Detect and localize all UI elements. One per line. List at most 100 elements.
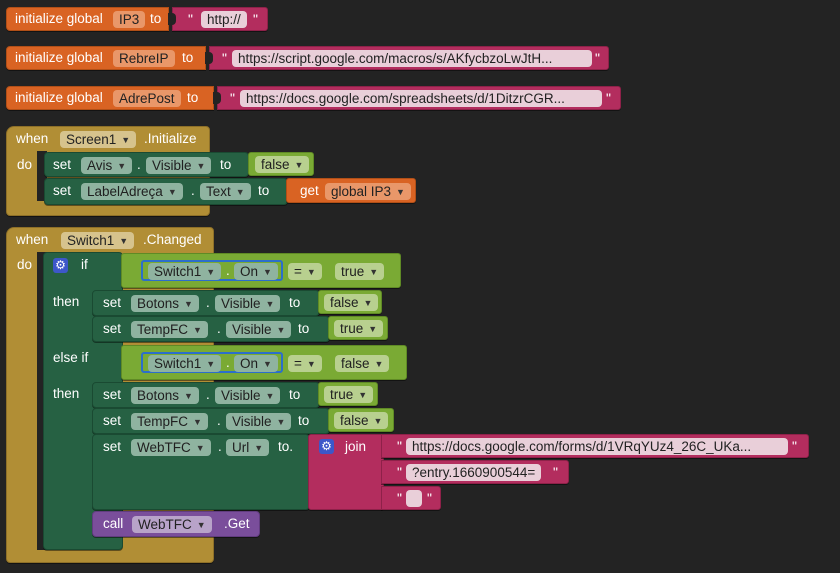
selected-outline: [141, 352, 283, 373]
global-adrepost-block[interactable]: initialize global AdrePost to: [6, 86, 214, 110]
component-dropdown[interactable]: Avis▼: [81, 157, 133, 174]
dropdown-value: Switch1: [67, 233, 115, 248]
text-value-field[interactable]: [406, 490, 422, 507]
property-dropdown[interactable]: Url▼: [226, 439, 270, 456]
boolean-dropdown[interactable]: true▼: [324, 386, 374, 403]
property-dropdown[interactable]: On▼: [234, 263, 278, 280]
component-dropdown[interactable]: WebTFC ▼: [131, 439, 211, 456]
global-ip3-block[interactable]: initialize global IP3 to: [6, 7, 169, 31]
global-name-field[interactable]: AdrePost: [113, 90, 181, 107]
socket-notch: [213, 92, 221, 104]
text-value-field[interactable]: https://docs.google.com/spreadsheets/d/1…: [240, 90, 602, 107]
compare-block-2[interactable]: Switch1▼ . On▼ =▼ false▼: [121, 345, 407, 380]
switch-component-dropdown[interactable]: Switch1▼: [61, 232, 135, 249]
false-block[interactable]: false▼: [328, 408, 394, 432]
event-do-slot: [37, 252, 47, 550]
boolean-dropdown[interactable]: false▼: [334, 412, 389, 429]
set-avis-visible-block[interactable]: set Avis▼ . Visible▼ to: [44, 152, 249, 177]
get-global-ip3-block[interactable]: get global IP3▼: [286, 178, 416, 203]
boolean-dropdown[interactable]: false▼: [324, 294, 379, 311]
quote-open: ": [230, 90, 235, 106]
chevron-down-icon: ▼: [235, 187, 245, 197]
to-label: to: [187, 90, 199, 105]
text-block-form-url[interactable]: " https://docs.google.com/forms/d/1VRqYU…: [381, 434, 809, 458]
text-value-field[interactable]: ?entry.1660900544=: [406, 464, 542, 481]
gear-icon[interactable]: ⚙: [53, 258, 68, 273]
text-block-adrepost[interactable]: " https://docs.google.com/spreadsheets/d…: [217, 86, 621, 110]
component-dropdown[interactable]: LabelAdreça▼: [81, 183, 183, 200]
operator-dropdown[interactable]: =▼: [288, 263, 322, 280]
dot-label: .: [217, 413, 221, 428]
join-block[interactable]: ⚙ join: [308, 434, 384, 510]
dropdown-value: WebTFC: [137, 440, 191, 455]
set-tempfc-visible-block[interactable]: set TempFC▼ . Visible▼ to: [92, 408, 330, 434]
component-dropdown[interactable]: Botons▼: [131, 295, 199, 312]
text-block-ip3[interactable]: " http:// ": [172, 7, 268, 31]
dropdown-value: true: [330, 387, 354, 402]
property-dropdown[interactable]: Visible▼: [226, 413, 292, 430]
set-webtfc-url-block[interactable]: set WebTFC▼ . Url▼ to.: [92, 434, 310, 510]
true-block[interactable]: true▼: [318, 382, 378, 406]
false-block[interactable]: false▼: [248, 152, 314, 176]
property-dropdown[interactable]: Visible▼: [215, 295, 281, 312]
gear-icon[interactable]: ⚙: [319, 439, 334, 454]
component-dropdown[interactable]: TempFC▼: [131, 321, 208, 338]
text-value-field[interactable]: https://script.google.com/macros/s/AKfyc…: [232, 50, 592, 67]
true-block[interactable]: true▼: [328, 316, 388, 340]
text-block-rebreip[interactable]: " https://script.google.com/macros/s/AKf…: [209, 46, 609, 70]
join-label: join: [345, 439, 367, 454]
chevron-down-icon: ▼: [363, 298, 373, 308]
boolean-dropdown[interactable]: false▼: [335, 355, 390, 372]
chevron-down-icon: ▼: [206, 359, 216, 369]
set-botons-visible-block[interactable]: set Botons▼ . Visible▼ to: [92, 382, 320, 408]
text-block-empty[interactable]: " ": [381, 486, 441, 510]
set-tempfc-visible-block[interactable]: set TempFC▼ . Visible▼ to: [92, 316, 330, 342]
dot-label: .: [191, 183, 195, 198]
boolean-dropdown[interactable]: true▼: [335, 263, 385, 280]
set-labeladreca-text-block[interactable]: set LabelAdreça▼ . Text▼ to: [44, 178, 288, 205]
property-dropdown[interactable]: On▼: [234, 355, 278, 372]
global-rebreip-block[interactable]: initialize global RebreIP to: [6, 46, 206, 70]
property-dropdown[interactable]: Text▼: [200, 183, 251, 200]
quote-open: ": [222, 50, 227, 66]
call-webtfc-get-block[interactable]: call WebTFC▼ .Get: [92, 511, 260, 537]
dropdown-value: WebTFC: [138, 517, 192, 532]
to-label: to: [150, 11, 162, 26]
dot-label: .: [206, 295, 210, 310]
dot-label: .: [226, 263, 230, 278]
dropdown-value: Avis: [87, 158, 113, 173]
component-dropdown[interactable]: Switch1▼: [148, 263, 222, 280]
variable-dropdown[interactable]: global IP3▼: [325, 183, 411, 200]
set-label: set: [53, 183, 72, 198]
text-block-entry[interactable]: " ?entry.1660900544= ": [381, 460, 569, 484]
set-label: set: [103, 295, 122, 310]
event-name-label: .Changed: [143, 232, 202, 247]
compare-block-1[interactable]: Switch1▼ . On▼ =▼ true▼: [121, 253, 401, 288]
chevron-down-icon: ▼: [195, 443, 205, 453]
component-dropdown[interactable]: TempFC▼: [131, 413, 208, 430]
initialize-global-label: initialize global: [15, 90, 103, 105]
when-label: when: [16, 232, 49, 247]
screen-component-dropdown[interactable]: Screen1▼: [60, 131, 137, 148]
boolean-dropdown[interactable]: false▼: [255, 156, 310, 173]
operator-dropdown[interactable]: =▼: [288, 355, 322, 372]
component-dropdown[interactable]: Botons▼: [131, 387, 199, 404]
global-name-field[interactable]: IP3: [113, 11, 146, 28]
chevron-down-icon: ▼: [193, 417, 202, 427]
dropdown-value: global IP3: [331, 184, 392, 199]
text-value-field[interactable]: http://: [201, 11, 247, 28]
dropdown-value: Visible: [221, 296, 261, 311]
property-dropdown[interactable]: Visible▼: [215, 387, 281, 404]
property-dropdown[interactable]: Visible▼: [226, 321, 292, 338]
set-label: set: [103, 439, 122, 454]
component-dropdown[interactable]: WebTFC▼: [132, 516, 212, 533]
chevron-down-icon: ▼: [167, 187, 177, 197]
false-block[interactable]: false▼: [318, 290, 382, 314]
boolean-dropdown[interactable]: true▼: [334, 320, 384, 337]
component-dropdown[interactable]: Switch1▼: [148, 355, 222, 372]
event-do-slot: [37, 151, 47, 201]
global-name-field[interactable]: RebreIP: [113, 50, 175, 67]
set-botons-visible-block[interactable]: set Botons▼ . Visible▼ to: [92, 290, 320, 316]
text-value-field[interactable]: https://docs.google.com/forms/d/1VRqYUz4…: [406, 438, 788, 455]
property-dropdown[interactable]: Visible▼: [146, 157, 212, 174]
